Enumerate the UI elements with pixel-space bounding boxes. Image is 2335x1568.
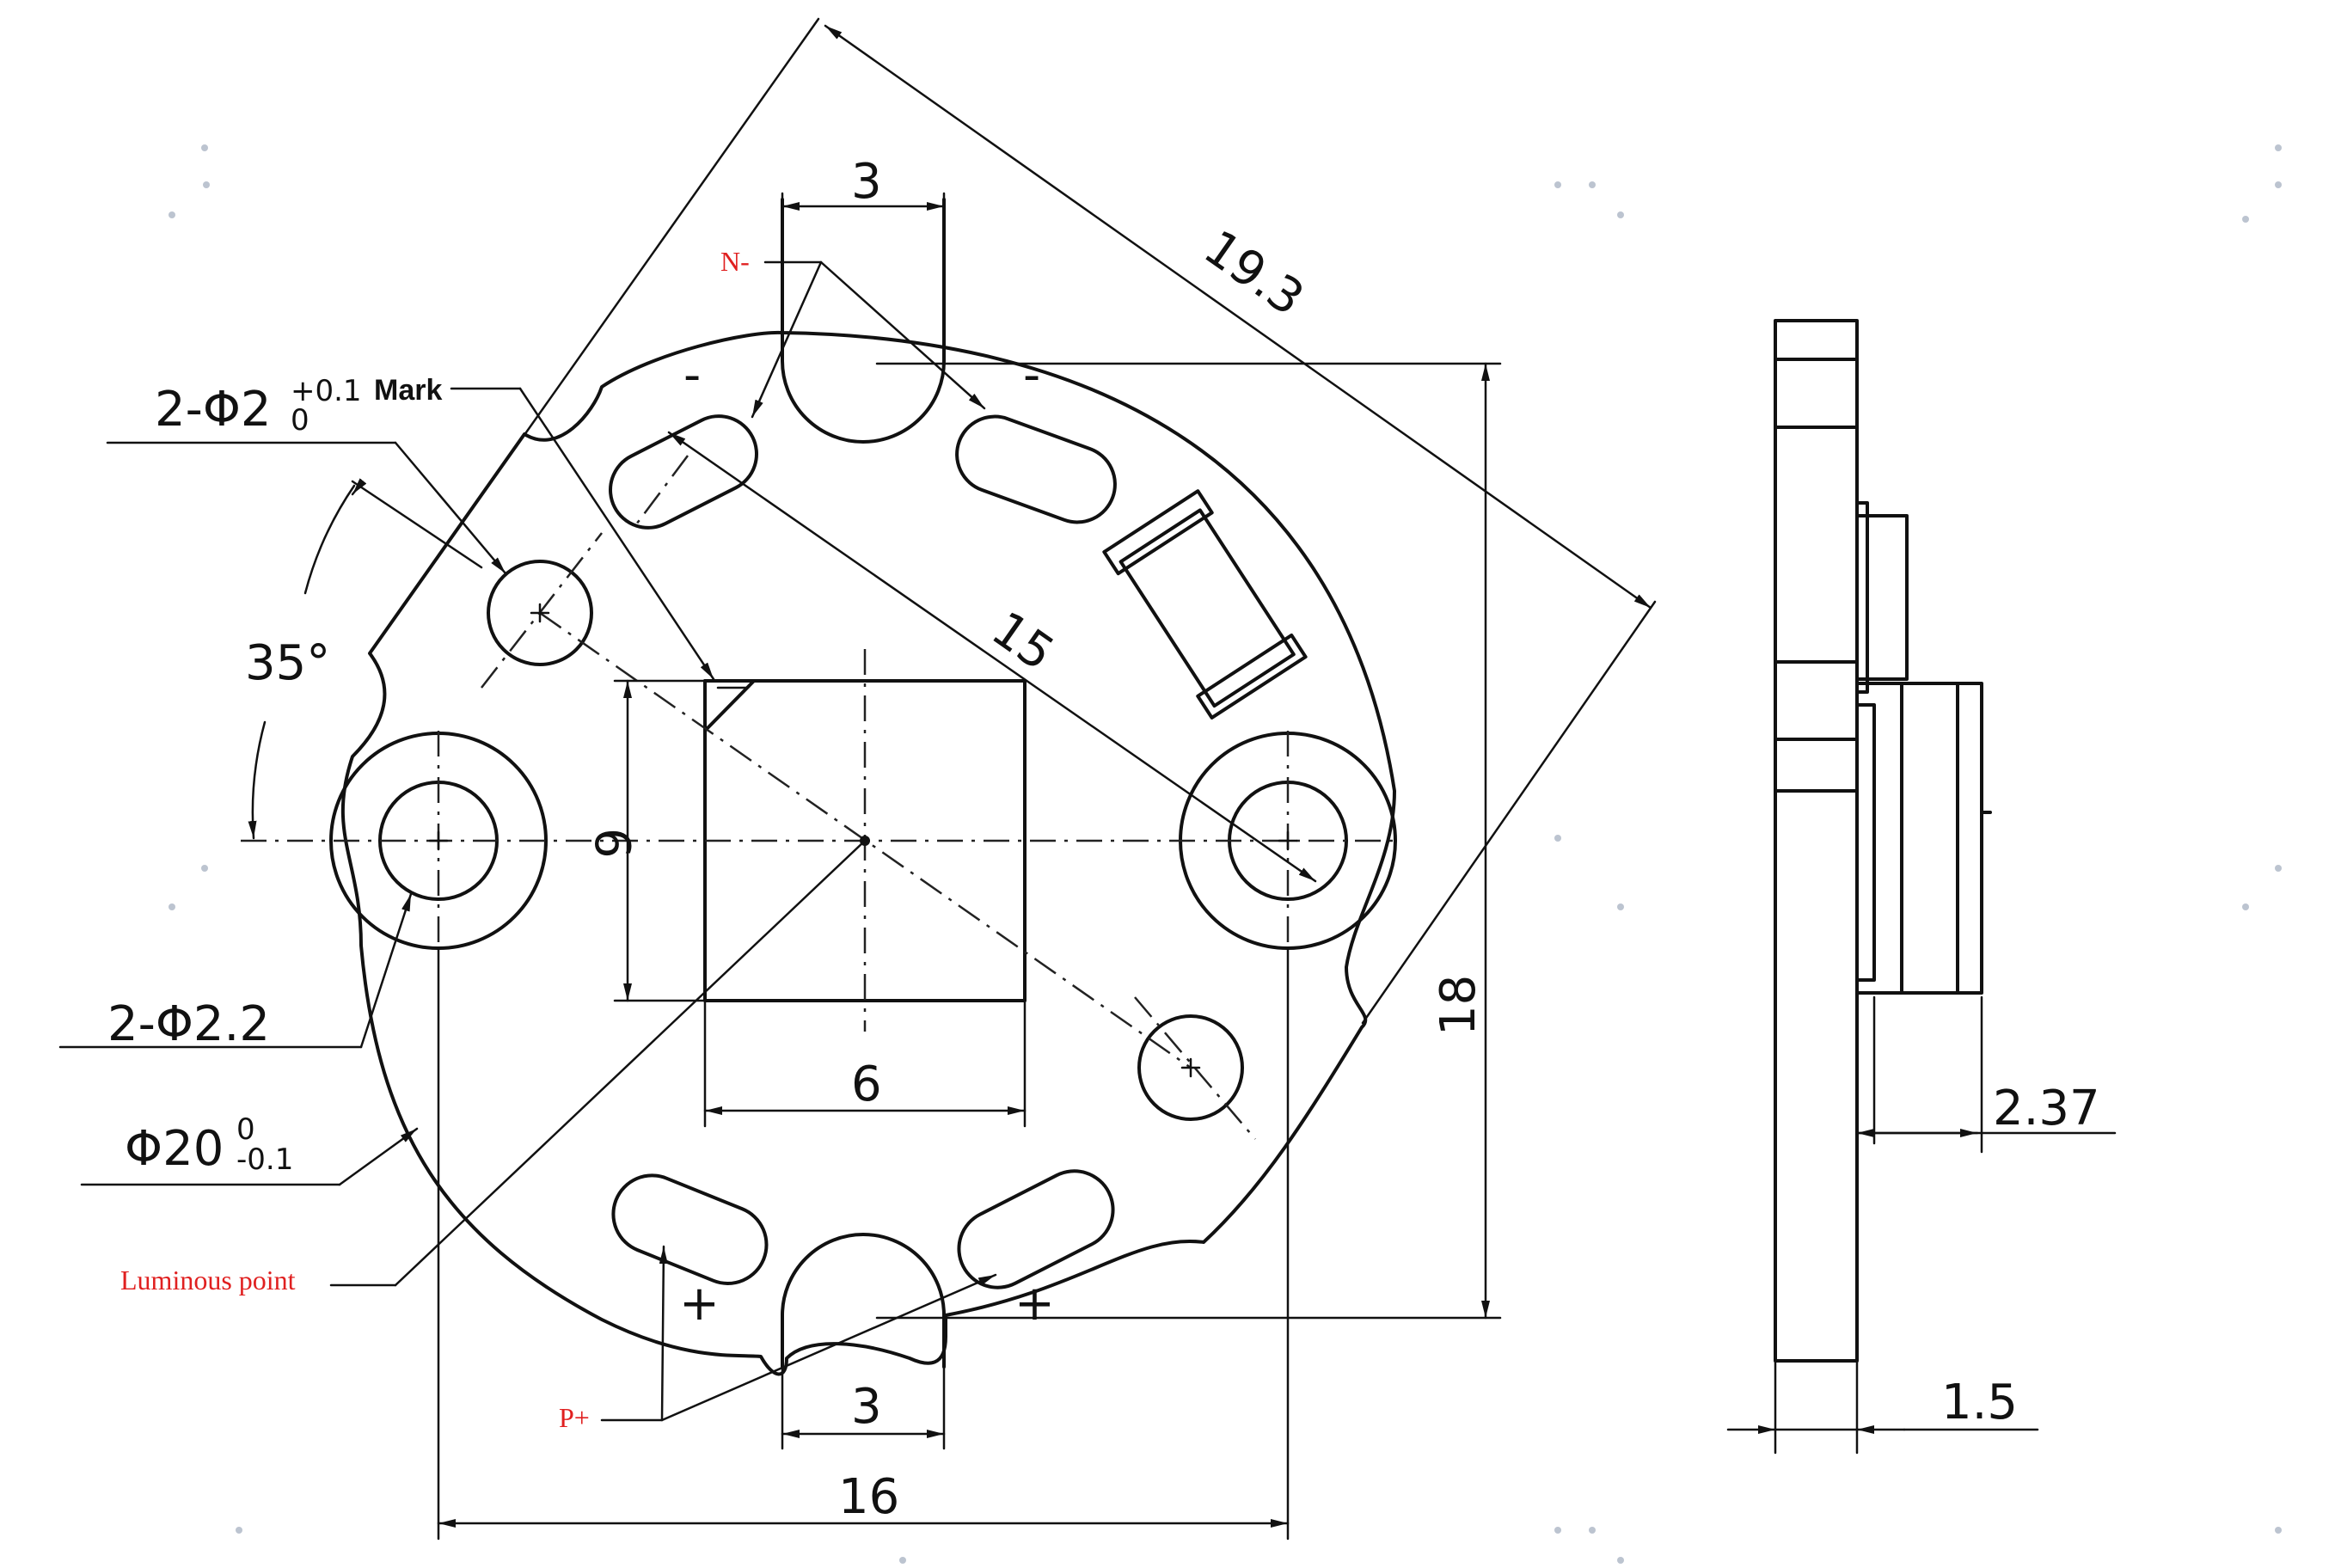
small-hole-left <box>487 560 593 666</box>
watermark-dots <box>169 144 2282 1564</box>
luminous-point-label: Luminous point <box>120 1265 296 1295</box>
dim-side-offset: 2.37 <box>1993 1081 2100 1136</box>
dim-slot-bottom-width: 3 <box>851 1379 882 1435</box>
bottom-slot <box>781 1233 946 1369</box>
small-hole-right <box>1137 1014 1244 1121</box>
oval-slot-bottom-right <box>957 1169 1115 1289</box>
dim-large-holes: 2-Φ2.2 <box>107 996 270 1052</box>
dim-small-holes-tol-lower: 0 <box>291 403 309 438</box>
diode-component <box>1102 489 1308 720</box>
dim-height: 18 <box>1431 975 1486 1036</box>
dim-square-height: 6 <box>584 828 640 859</box>
plus-symbol-right: + <box>1014 1276 1055 1332</box>
p-plus-label: P+ <box>559 1402 590 1433</box>
side-led-dome <box>1900 682 1959 995</box>
dim-small-holes: 2-Φ2 <box>155 382 272 438</box>
plus-symbol-left: + <box>679 1276 720 1332</box>
dim-outer-diameter: Φ20 <box>125 1121 224 1177</box>
dim-small-holes-tol-upper: +0.1 <box>291 374 362 408</box>
side-diode <box>1855 514 1909 681</box>
oval-slot-bottom-left <box>611 1173 769 1285</box>
dim-square-width: 6 <box>851 1057 882 1112</box>
oval-slot-top-left <box>609 414 758 530</box>
dim-angle: 35° <box>245 635 330 691</box>
side-view: 2.37 1.5 <box>1726 319 2117 1455</box>
side-board <box>1774 319 1859 1363</box>
top-slot <box>781 198 946 444</box>
side-led-base <box>1855 682 1903 995</box>
dim-hole-spacing: 15 <box>982 601 1064 682</box>
minus-symbol-right: - <box>1023 347 1040 403</box>
dim-slot-top-width: 3 <box>851 154 882 210</box>
n-minus-label: N- <box>720 246 750 277</box>
board-outline <box>340 330 1396 1376</box>
front-dimensions: 3 3 19.3 15 35° 6 6 18 <box>245 17 1657 1540</box>
oval-slot-top-right <box>955 414 1117 524</box>
dim-thickness: 1.5 <box>1941 1375 2018 1430</box>
dim-outer-tol-upper: 0 <box>236 1112 255 1147</box>
dim-outer-tol-lower: -0.1 <box>236 1142 293 1177</box>
dim-width: 16 <box>838 1469 899 1525</box>
dim-diagonal: 19.3 <box>1194 220 1314 328</box>
mark-label: Mark <box>374 374 442 407</box>
minus-symbol-left: - <box>683 347 701 403</box>
callouts: 2-Φ2 +0.1 0 Mark N- 2-Φ2.2 Φ20 0 -0.1 Lu… <box>58 246 997 1433</box>
